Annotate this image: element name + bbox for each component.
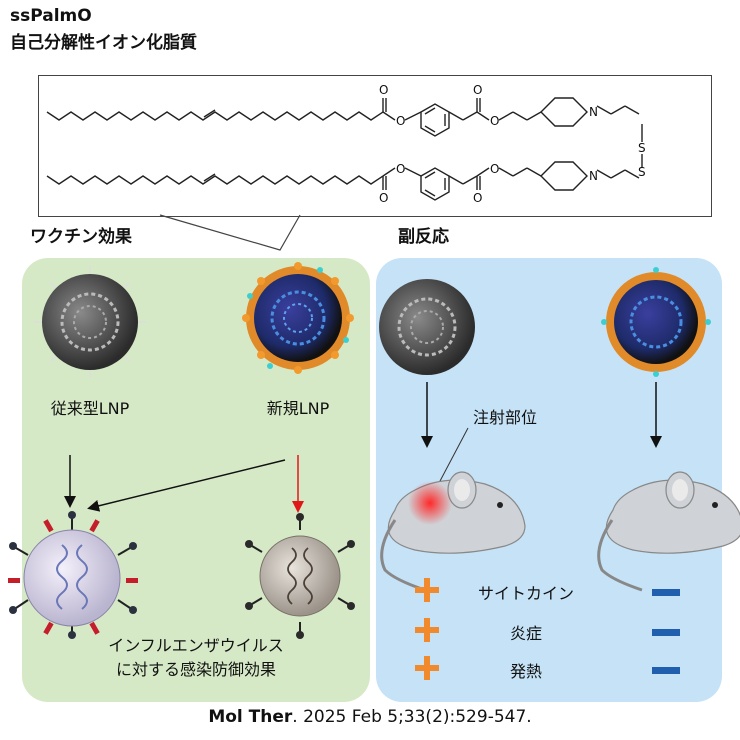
lipid-name: ssPalmO [10, 6, 92, 26]
atom-n-2: N [589, 169, 598, 183]
top-piperidine-ring [540, 97, 588, 127]
plus-sign-cytokine [415, 578, 439, 602]
reaction-label-inflammation: 炎症 [509, 624, 542, 643]
atom-o-4: O [490, 114, 499, 128]
atom-o-1: O [379, 83, 388, 97]
atom-s-1: S [638, 141, 646, 155]
minus-sign-fever [652, 667, 680, 674]
bottom-piperidine-ring [540, 161, 588, 191]
atom-o-2: O [396, 114, 405, 128]
reaction-label-fever: 発熱 [509, 662, 542, 681]
label-conventional-lnp: 従来型LNP [50, 399, 130, 418]
plus-sign-fever [415, 656, 439, 680]
citation-details: . 2025 Feb 5;33(2):529-547. [292, 707, 532, 727]
atom-n-1: N [589, 105, 598, 119]
chemical-structure: O O O O N S O O O O N S [46, 83, 646, 205]
bottom-benzene-ring [420, 167, 450, 201]
citation: Mol Ther. 2025 Feb 5;33(2):529-547. [0, 707, 740, 727]
chemical-structure-box: O O O O N S O O O O N S [38, 75, 712, 217]
label-injection-site: 注射部位 [472, 408, 537, 427]
arrow-novel-to-virus-large [87, 459, 286, 512]
atom-o-7: O [473, 191, 482, 205]
top-alkyl-chain [46, 111, 384, 121]
lipid-description: 自己分解性イオン化脂質 [10, 33, 197, 53]
plus-sign-inflammation [415, 618, 439, 642]
novel-lnp-particle-right [601, 267, 711, 377]
label-novel-lnp: 新規LNP [266, 399, 330, 418]
atom-o-3: O [473, 83, 482, 97]
efficacy-line-2: に対する感染防御効果 [115, 660, 276, 679]
plus-signs [415, 578, 439, 680]
callout-lines [159, 214, 301, 251]
atom-o-6: O [396, 162, 405, 176]
citation-journal: Mol Ther [208, 707, 293, 727]
section-side-effects: 副反応 [398, 227, 449, 247]
atom-o-8: O [490, 162, 499, 176]
reaction-label-cytokine: サイトカイン [477, 584, 574, 603]
atom-s-2: S [638, 165, 646, 179]
novel-lnp-particle-left [242, 262, 354, 374]
mouse-conventional [380, 471, 526, 592]
atom-o-5: O [379, 191, 388, 205]
top-benzene-ring [420, 103, 450, 137]
bottom-alkyl-chain [46, 175, 384, 185]
virus-particle-large [8, 511, 138, 639]
minus-signs [652, 589, 680, 674]
minus-sign-cytokine [652, 589, 680, 596]
section-vaccine-effect: ワクチン効果 [30, 227, 132, 247]
conventional-lnp-particle-right [379, 279, 475, 375]
efficacy-line-1: インフルエンザウイルス [108, 636, 284, 655]
conventional-lnp-particle-left [34, 266, 146, 378]
mouse-novel [597, 471, 740, 592]
minus-sign-inflammation [652, 629, 680, 636]
virus-particle-small [245, 513, 355, 639]
